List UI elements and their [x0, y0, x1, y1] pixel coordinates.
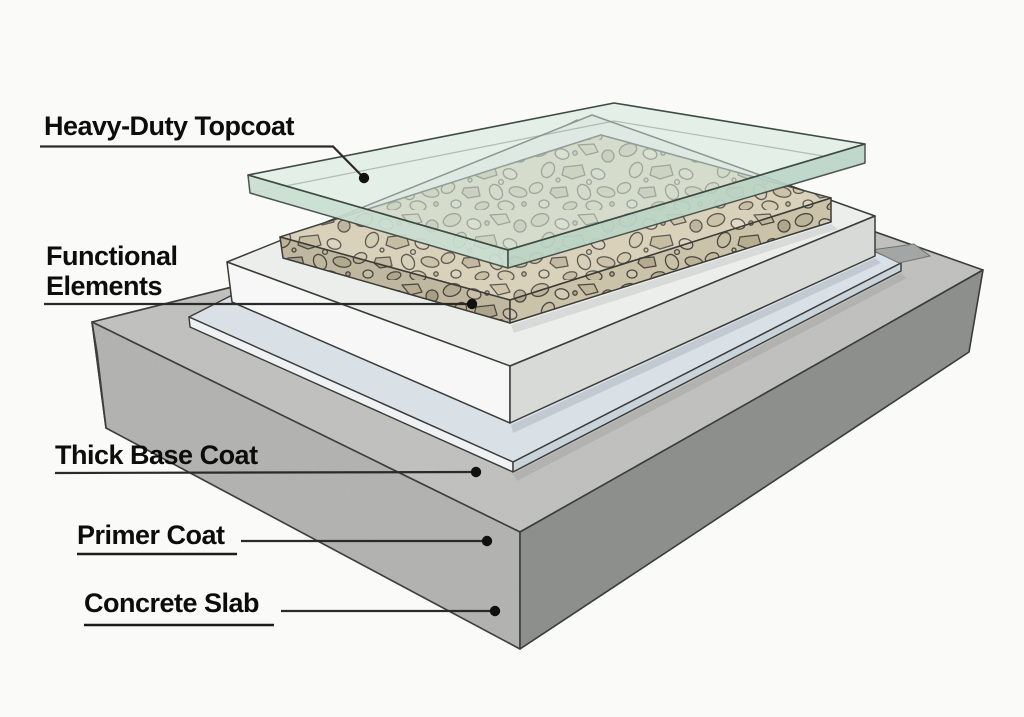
layer-heavy-duty-topcoat [247, 102, 866, 269]
primer-shadow-on-slab [513, 273, 907, 481]
annotation-lines [40, 145, 501, 627]
label-concrete-slab: Concrete Slab [84, 588, 260, 618]
glass-bottom-rim-line [249, 120, 866, 194]
terrazzo-front-left-shade [280, 237, 510, 323]
leader-dot-functional [466, 298, 478, 310]
slab-recess-notch [870, 243, 932, 264]
leader-dot-thick-base [470, 466, 482, 478]
leader-dot-topcoat [358, 172, 370, 184]
label-functional-elements: Functional Elements [46, 241, 178, 301]
leader-dot-slab [489, 605, 501, 617]
terrazzo-front-right-face [509, 197, 832, 324]
label-heavy-duty-topcoat: Heavy-Duty Topcoat [44, 111, 295, 141]
leader-thick-base [54, 470, 477, 475]
base-front-right-face [509, 215, 876, 424]
terrazzo-shadow-on-base [511, 224, 838, 333]
label-primer-coat: Primer Coat [77, 520, 225, 550]
label-thick-base-coat: Thick Base Coat [55, 440, 258, 470]
terrazzo-front-right-shade [510, 198, 831, 323]
base-shadow-on-primer [511, 258, 881, 433]
slab-front-grain [92, 322, 520, 649]
leader-topcoat [40, 145, 365, 179]
glass-top-outline [247, 102, 866, 251]
leader-dot-primer [481, 535, 493, 547]
primer-front-right-edge [512, 262, 902, 473]
glass-top-face [248, 103, 865, 250]
